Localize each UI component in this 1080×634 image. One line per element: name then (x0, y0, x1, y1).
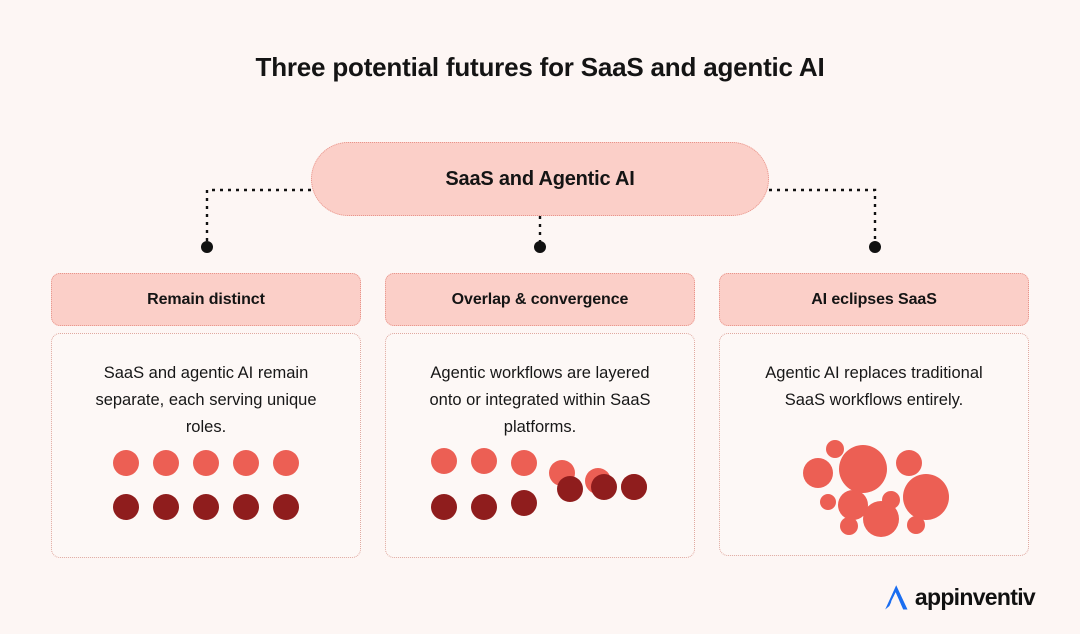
column-body-2: Agentic workflows are layered onto or in… (385, 333, 695, 558)
brand-logo-text: appinventiv (914, 583, 1036, 610)
column-header-label-2: Overlap & convergence (451, 290, 629, 308)
column-header-label-3: AI eclipses SaaS (811, 290, 937, 308)
connector-left (205, 188, 311, 243)
page-title: Three potential futures for SaaS and age… (255, 52, 825, 82)
root-node: SaaS and Agentic AI (311, 142, 769, 216)
column-remain-distinct: Remain distinct SaaS and agentic AI rema… (51, 273, 361, 558)
column-description-2: Agentic workflows are layered onto or in… (429, 364, 651, 436)
futures-columns: Remain distinct SaaS and agentic AI rema… (51, 273, 1029, 558)
column-header-2: Overlap & convergence (385, 273, 695, 326)
column-overlap-convergence: Overlap & convergence Agentic workflows … (385, 273, 695, 558)
appinventiv-a-mark (885, 585, 908, 610)
connector-center-endpoint (534, 241, 546, 253)
column-body-1: SaaS and agentic AI remain separate, eac… (51, 333, 361, 558)
column-header-1: Remain distinct (51, 273, 361, 326)
column-ai-eclipses-saas: AI eclipses SaaS Agentic AI replaces tra… (719, 273, 1029, 556)
merged-dots-cluster (720, 439, 1028, 537)
column-body-3: Agentic AI replaces traditional SaaS wor… (719, 333, 1029, 556)
separate-dots-grid (52, 441, 360, 531)
connector-right (769, 188, 877, 243)
column-header-label-1: Remain distinct (147, 290, 265, 308)
column-description-3: Agentic AI replaces traditional SaaS wor… (765, 364, 983, 409)
column-description-1: SaaS and agentic AI remain separate, eac… (95, 364, 317, 436)
converging-dots-grid (386, 441, 694, 531)
connector-right-endpoint (869, 241, 881, 253)
column-header-3: AI eclipses SaaS (719, 273, 1029, 326)
brand-logo: appinventiv (881, 582, 1036, 612)
root-node-label: SaaS and Agentic AI (445, 167, 635, 190)
connector-left-endpoint (201, 241, 213, 253)
